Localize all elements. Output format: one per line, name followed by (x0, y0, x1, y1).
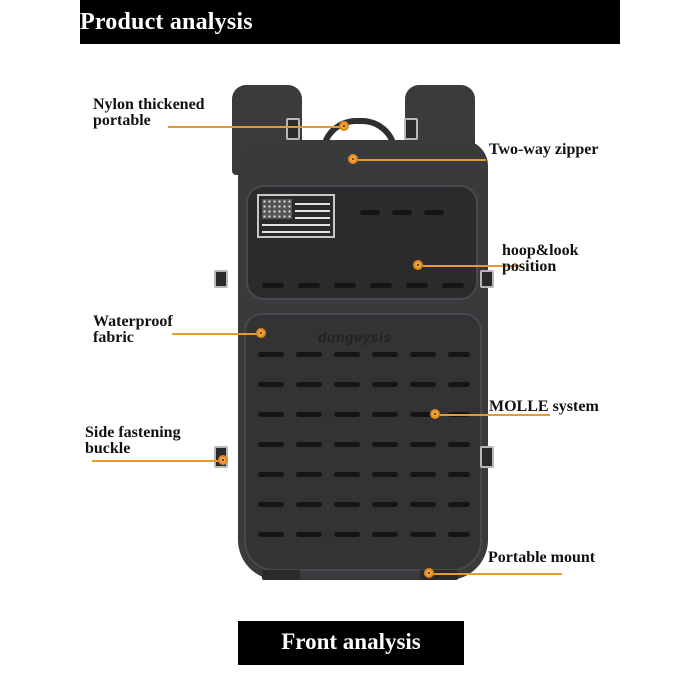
callout-waterproof: Waterproof fabric (93, 313, 173, 346)
left-strap-buckle (286, 118, 300, 140)
footer-banner: Front analysis (238, 621, 464, 665)
callout-side-buckle: Side fastening buckle (85, 424, 181, 457)
right-upper-buckle (480, 270, 494, 288)
marker-molle (430, 409, 440, 419)
marker-nylon-handle (339, 121, 349, 131)
leader-line-nylon-handle (168, 126, 340, 128)
header-bar (80, 0, 620, 44)
marker-side-buckle (218, 455, 228, 465)
top-velcro-panel (246, 185, 478, 300)
page-title: Product analysis (80, 9, 253, 35)
footer-label: Front analysis (281, 629, 421, 654)
right-foot (420, 570, 458, 580)
right-side-buckle (480, 446, 494, 468)
flag-patch (257, 194, 335, 238)
callout-molle: MOLLE system (489, 398, 599, 415)
marker-two-way-zipper (348, 154, 358, 164)
leader-line-molle (440, 414, 550, 416)
leader-line-hoop-loop (423, 265, 521, 267)
leader-line-portable-mount (434, 573, 562, 575)
callout-portable-mount: Portable mount (488, 549, 596, 566)
marker-waterproof (256, 328, 266, 338)
leader-line-side-buckle (92, 460, 220, 462)
marker-hoop-loop (413, 260, 423, 270)
brand-logo: dungeysis (318, 329, 392, 345)
callout-hoop-loop: hoop&look position (502, 242, 579, 275)
marker-portable-mount (424, 568, 434, 578)
right-strap-buckle (404, 118, 418, 140)
leader-line-two-way-zipper (358, 159, 486, 161)
callout-two-way-zipper: Two-way zipper (489, 141, 599, 158)
left-foot (262, 570, 300, 580)
flag-stars (262, 199, 292, 219)
lower-molle-panel (244, 313, 482, 571)
callout-nylon-handle: Nylon thickened portable (93, 96, 205, 129)
left-upper-buckle (214, 270, 228, 288)
leader-line-waterproof (172, 333, 258, 335)
